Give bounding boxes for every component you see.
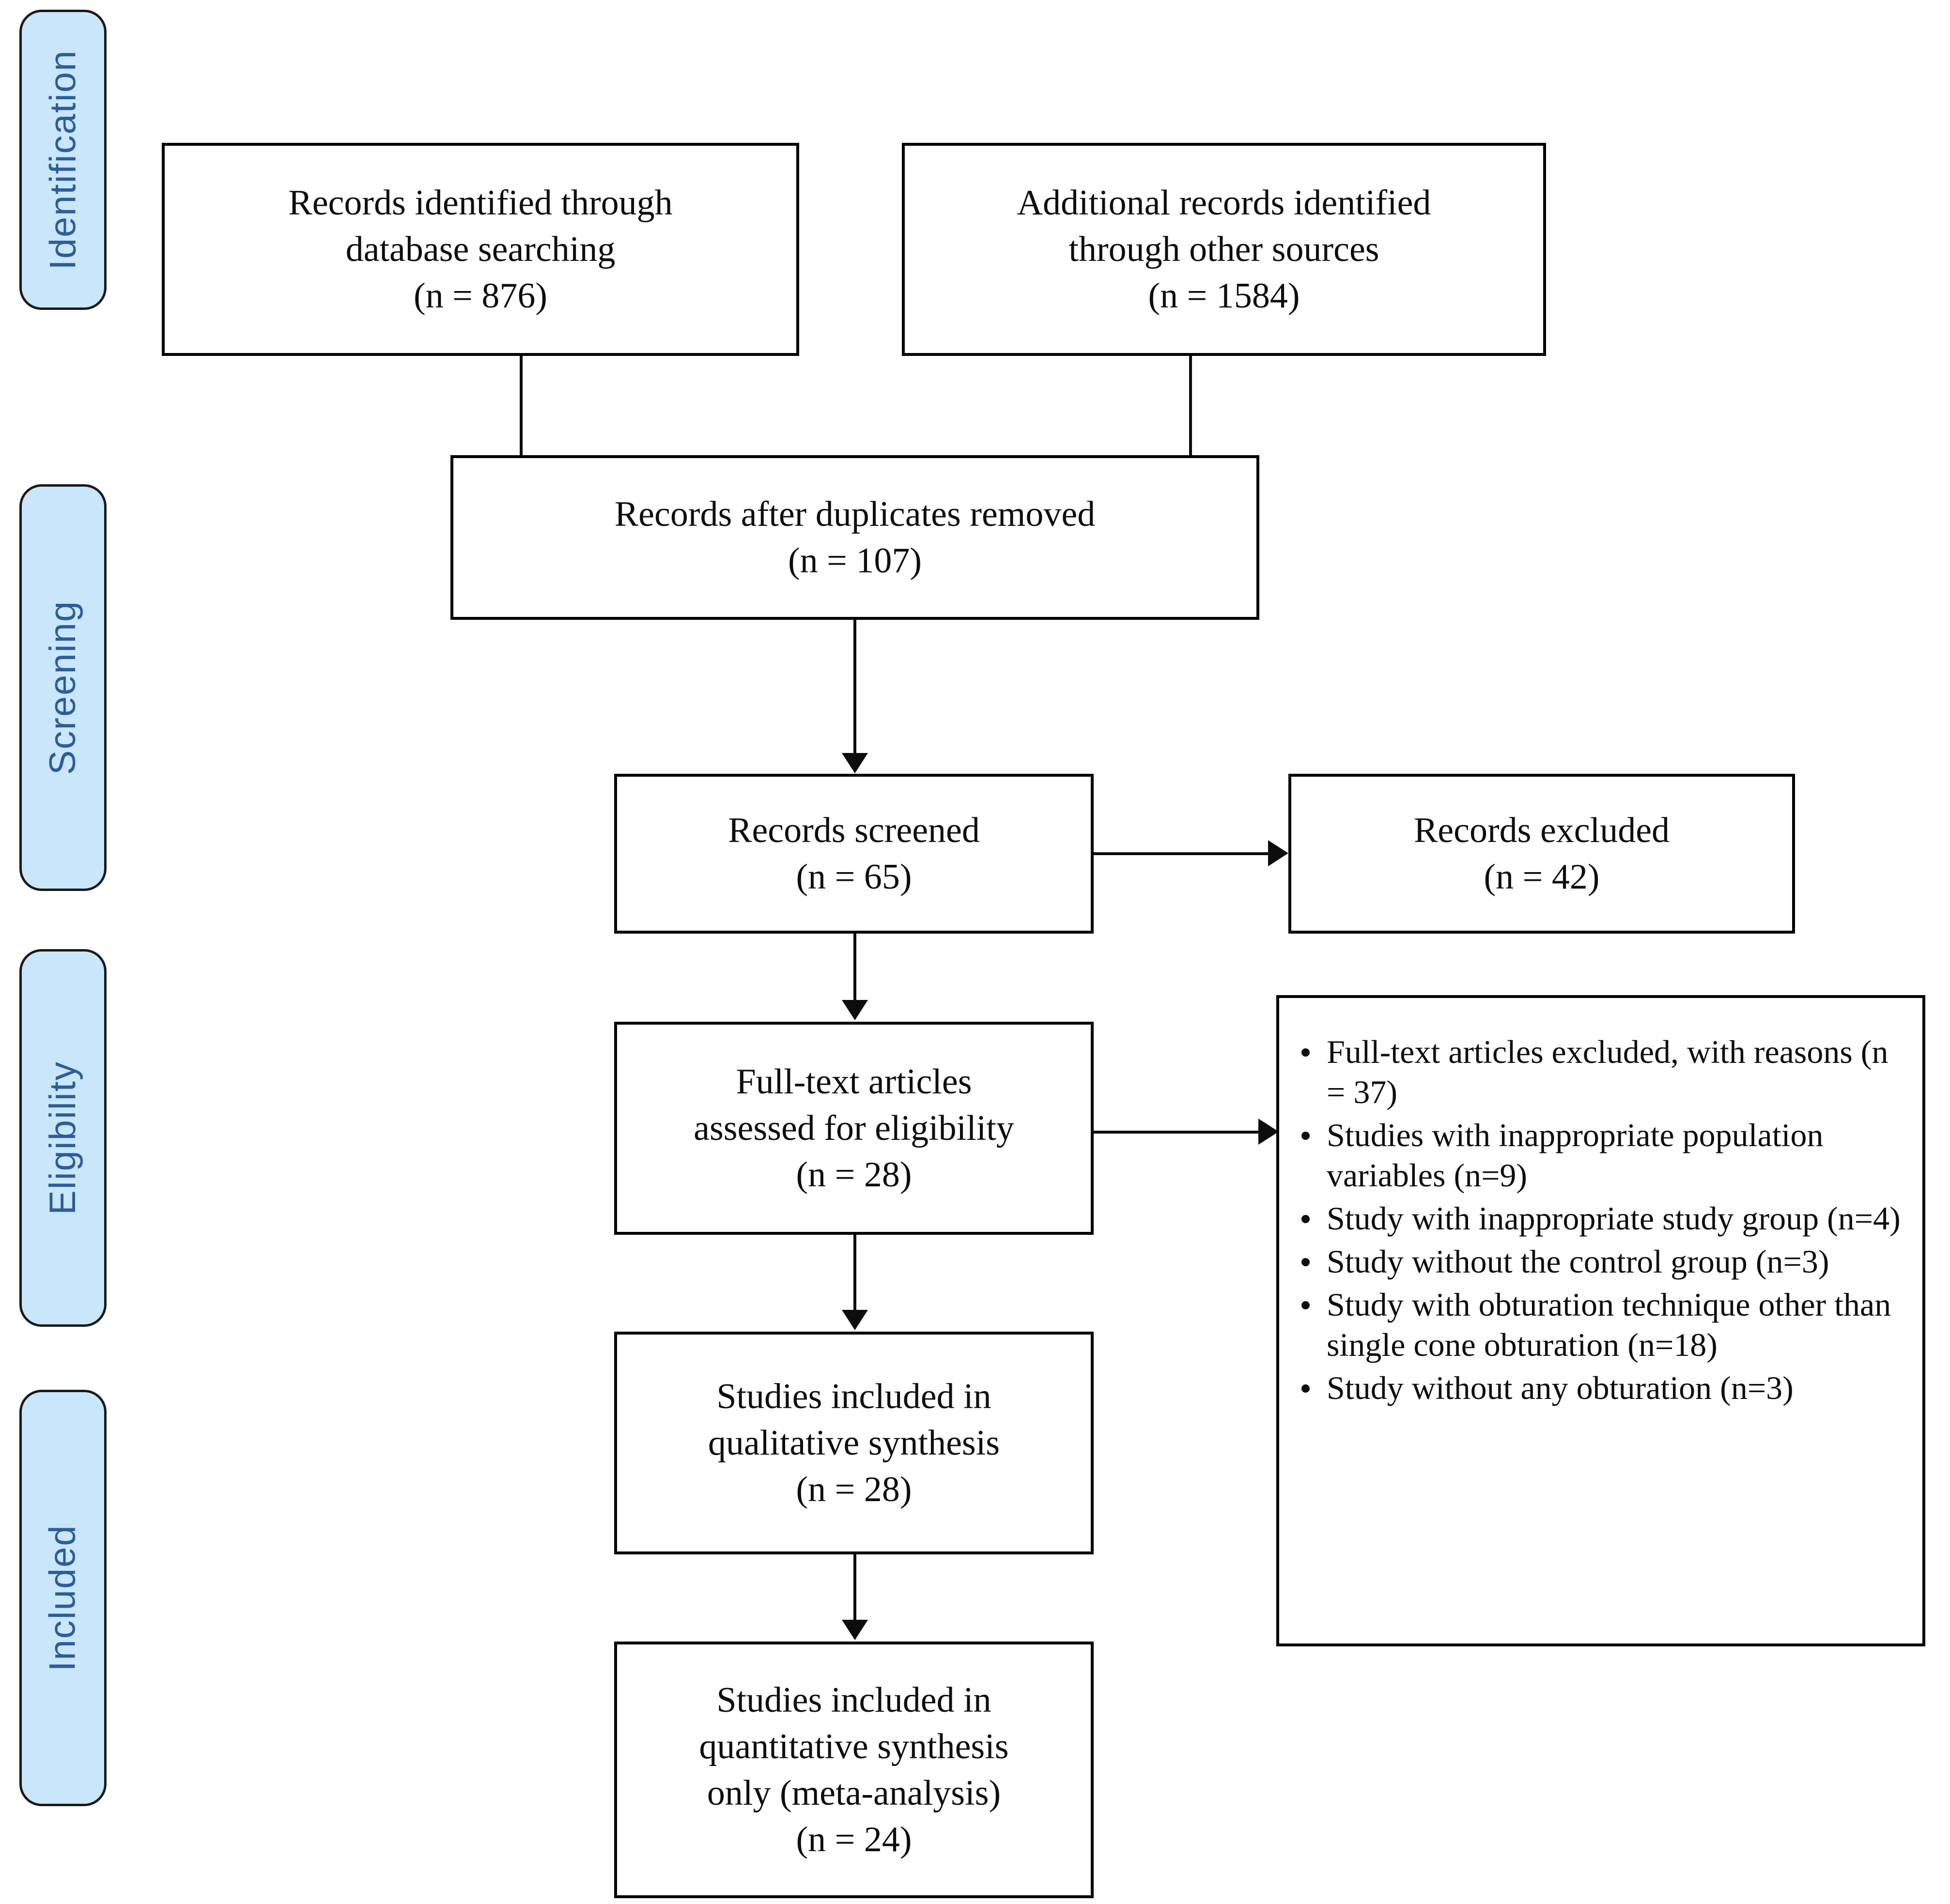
box-database-search: Records identified through database sear… xyxy=(162,143,799,356)
phase-pill-identification: Identification xyxy=(19,10,107,310)
connector-duplicates-to-screened xyxy=(853,620,856,765)
exclusion-reason-text: Full-text articles excluded, with reason… xyxy=(1327,1033,1888,1110)
box-duplicates-removed-text: Records after duplicates removed (n = 10… xyxy=(614,494,1096,581)
arrow-screened-to-fulltext xyxy=(842,1000,868,1020)
connector-other-to-duplicates xyxy=(1189,356,1192,458)
phase-pill-eligibility: Eligibility xyxy=(19,949,107,1327)
arrow-duplicates-to-screened xyxy=(842,753,868,773)
exclusion-reason-text: Study with inappropriate study group (n=… xyxy=(1327,1199,1901,1237)
bullet-icon xyxy=(1301,1214,1310,1223)
box-qualitative-synthesis-text: Studies included in qualitative synthesi… xyxy=(708,1376,1000,1510)
connector-screened-to-excluded xyxy=(1094,852,1273,855)
connector-fulltext-to-qualitative xyxy=(853,1235,856,1322)
box-quantitative-synthesis-text: Studies included in quantitative synthes… xyxy=(699,1680,1009,1860)
phase-pill-screening: Screening xyxy=(19,484,107,891)
list-item: Full-text articles excluded, with reason… xyxy=(1299,1032,1905,1112)
phase-label-eligibility: Eligibility xyxy=(42,1061,83,1215)
box-qualitative-synthesis: Studies included in qualitative synthesi… xyxy=(614,1332,1094,1554)
connector-screened-to-fulltext xyxy=(853,934,856,1011)
bullet-icon xyxy=(1301,1131,1310,1140)
arrow-fulltext-to-qualitative xyxy=(842,1310,868,1330)
box-database-search-text: Records identified through database sear… xyxy=(288,183,673,316)
box-fulltext-assessed-text: Full-text articles assessed for eligibil… xyxy=(694,1061,1014,1195)
bullet-icon xyxy=(1301,1384,1310,1393)
exclusion-reasons-list: Full-text articles excluded, with reason… xyxy=(1299,1032,1905,1408)
list-item: Studies with inappropriate population va… xyxy=(1299,1115,1905,1196)
connector-qualitative-to-quantitative xyxy=(853,1554,856,1632)
bullet-icon xyxy=(1301,1258,1310,1266)
arrow-qualitative-to-quantitative xyxy=(842,1620,868,1640)
box-other-sources: Additional records identified through ot… xyxy=(902,143,1546,356)
box-fulltext-assessed: Full-text articles assessed for eligibil… xyxy=(614,1022,1094,1235)
list-item: Study with inappropriate study group (n=… xyxy=(1299,1198,1905,1239)
box-records-excluded: Records excluded (n = 42) xyxy=(1288,774,1795,934)
box-records-screened-text: Records screened (n = 65) xyxy=(728,810,980,897)
phase-label-identification: Identification xyxy=(42,49,84,270)
box-other-sources-text: Additional records identified through ot… xyxy=(1017,183,1431,316)
exclusion-reason-text: Study without any obturation (n=3) xyxy=(1327,1369,1794,1406)
box-exclusion-reasons: Full-text articles excluded, with reason… xyxy=(1276,995,1925,1646)
bullet-icon xyxy=(1301,1048,1310,1057)
box-duplicates-removed: Records after duplicates removed (n = 10… xyxy=(450,455,1259,620)
box-records-excluded-text: Records excluded (n = 42) xyxy=(1413,810,1670,897)
phase-pill-included: Included xyxy=(19,1390,107,1806)
phase-label-screening: Screening xyxy=(42,600,84,775)
bullet-icon xyxy=(1301,1301,1310,1309)
box-quantitative-synthesis: Studies included in quantitative synthes… xyxy=(614,1642,1094,1898)
exclusion-reason-text: Study without the control group (n=3) xyxy=(1327,1243,1829,1280)
connector-fulltext-to-reasons xyxy=(1094,1131,1263,1134)
list-item: Study with obturation technique other th… xyxy=(1299,1285,1905,1365)
box-records-screened: Records screened (n = 65) xyxy=(614,774,1094,934)
connector-database-to-duplicates xyxy=(520,356,523,458)
exclusion-reason-text: Studies with inappropriate population va… xyxy=(1327,1116,1824,1194)
phase-label-included: Included xyxy=(42,1524,83,1672)
arrow-screened-to-excluded xyxy=(1268,840,1288,866)
list-item: Study without any obturation (n=3) xyxy=(1299,1368,1905,1408)
exclusion-reason-text: Study with obturation technique other th… xyxy=(1327,1286,1891,1363)
list-item: Study without the control group (n=3) xyxy=(1299,1242,1905,1282)
arrow-fulltext-to-reasons xyxy=(1258,1119,1279,1145)
